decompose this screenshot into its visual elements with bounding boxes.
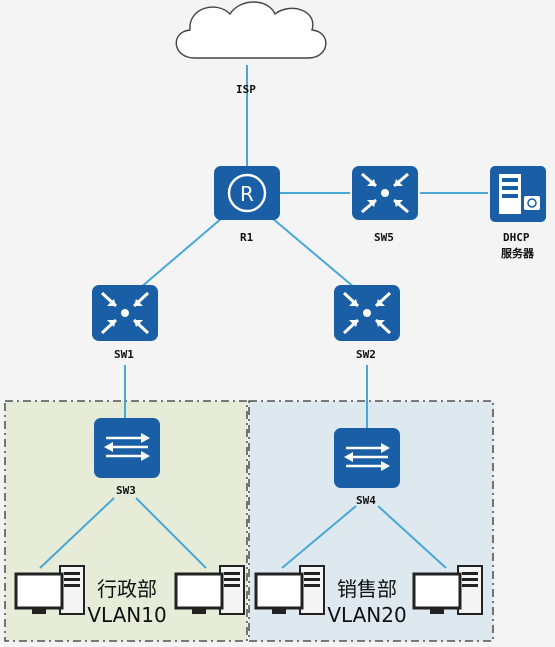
group-admin-name: 行政部	[97, 577, 157, 601]
link-r1-sw1	[139, 217, 223, 289]
group-sales-label: 销售部 VLAN20	[322, 576, 412, 628]
cloud-icon	[175, 1, 327, 59]
l3-switch-icon	[92, 285, 158, 341]
l3-switch-icon	[334, 285, 400, 341]
r1-label: R1	[240, 231, 254, 244]
dhcp-label-line2: 服务器	[501, 247, 534, 260]
svg-text:R: R	[240, 182, 254, 206]
group-sales-vlan: VLAN20	[327, 603, 407, 627]
link-sw4-pc4	[377, 505, 447, 569]
dhcp-label-line1: DHCP	[503, 231, 530, 244]
l2-switch-icon	[94, 418, 160, 478]
sw4-label: SW4	[356, 494, 376, 507]
link-r1-sw2	[271, 217, 356, 289]
group-admin-label: 行政部 VLAN10	[82, 576, 172, 628]
group-admin-vlan: VLAN10	[87, 603, 167, 627]
pc-icon	[14, 565, 85, 615]
pc-icon	[412, 565, 483, 615]
l3-switch-icon	[352, 166, 418, 220]
l2-switch-icon	[334, 428, 400, 488]
sw1-label: SW1	[114, 348, 134, 361]
sw2-label: SW2	[356, 348, 376, 361]
link-sw3-pc2	[135, 497, 207, 569]
pc-icon	[174, 565, 245, 615]
sw5-label: SW5	[374, 231, 394, 244]
sw3-label: SW3	[116, 484, 136, 497]
link-sw4-pc3	[281, 505, 357, 569]
group-sales-name: 销售部	[337, 577, 397, 601]
link-sw3-pc1	[39, 497, 115, 569]
server-icon	[490, 166, 546, 222]
pc-icon	[254, 565, 325, 615]
isp-label: ISP	[236, 83, 256, 96]
router-icon: R	[214, 166, 280, 220]
